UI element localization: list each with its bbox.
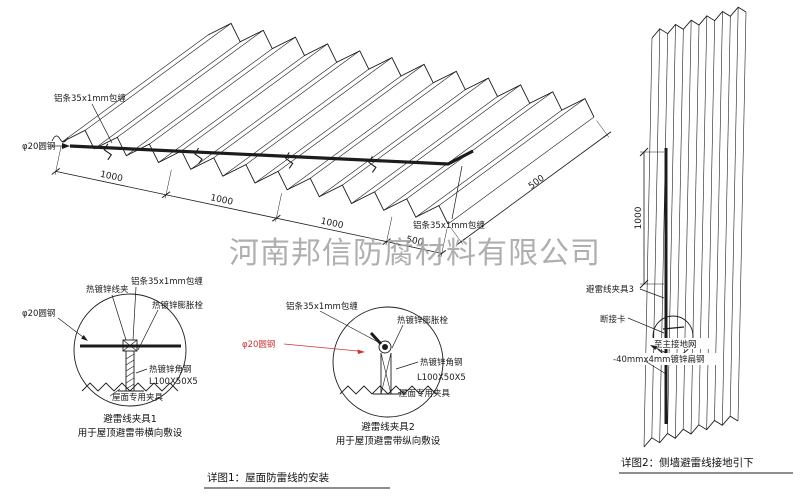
d2-angle-label: 热镀锌角钢 — [420, 357, 463, 368]
leader-line — [283, 343, 359, 352]
arrowhead-icon — [81, 335, 88, 341]
arrowhead-icon — [62, 143, 70, 149]
d2-round-steel-label: φ20圆钢 — [242, 339, 275, 350]
leader-line — [397, 389, 409, 394]
dimension-text: 1000 — [320, 217, 345, 232]
leader-line — [639, 288, 665, 299]
d1-clamp-label: 热镀锌线夹 — [86, 284, 129, 295]
company-watermark: 河南邦信防腐材料有限公司 — [229, 236, 601, 271]
wall-to-ground-label: 至主接地网 — [654, 339, 697, 350]
roof-strip-label-right: 铝条35x1mm包缠 — [413, 220, 485, 231]
label-backer — [651, 338, 713, 349]
leader-line — [57, 317, 84, 338]
caption-detail1: 详图1：屋面防雷线的安装 — [207, 471, 330, 484]
wall-disconnect-label: 断接卡 — [600, 314, 626, 325]
leader-line — [111, 294, 127, 341]
leader-line — [109, 388, 121, 397]
dimension-text: 1000 — [99, 170, 124, 185]
d1-title: 避雷线夹具1 — [103, 413, 157, 425]
d2-bolt-label: 热镀锌膨胀栓 — [397, 315, 449, 326]
leader-line — [132, 286, 137, 341]
arrowhead-icon — [357, 349, 365, 354]
d1-round-steel-label: φ20圆钢 — [22, 308, 55, 319]
dimension-text: 500 — [405, 235, 424, 248]
d1-angle-label: 热镀锌角钢 — [149, 364, 192, 375]
leader-line — [395, 361, 419, 370]
d2-angle-spec-label: L100X50X5 — [417, 373, 466, 383]
dimension-text: 1000 — [634, 206, 644, 229]
roof-strip-label-left: 铝条35x1mm包缠 — [54, 93, 126, 104]
d2-subtitle: 用于屋顶避雷带纵向敷设 — [336, 435, 441, 447]
arrowhead-icon — [650, 345, 658, 351]
leader-line — [391, 324, 404, 349]
d1-angle-spec-label: L100X50X5 — [149, 377, 198, 387]
wall-flat-steel-label: -40mmx4mm镀锌扁钢 — [613, 354, 704, 365]
dimension-text: 1000 — [209, 193, 234, 208]
dimension-text: 500 — [527, 173, 547, 191]
leader-line — [627, 317, 665, 334]
leader-line — [91, 103, 113, 144]
d2-roof-fixture-label: 屋面专用夹具 — [399, 388, 451, 399]
wall-clamp3-label: 避雷线夹具3 — [586, 284, 634, 295]
leader-line — [644, 360, 667, 375]
caption-detail2: 详图2：侧墙避雷线接地引下 — [621, 456, 754, 469]
d1-roof-fixture-label: 屋面专用夹具 — [112, 392, 164, 403]
roof-round-steel-label: φ20圆钢 — [22, 141, 55, 152]
d1-subtitle: 用于屋顶避雷带横向敷设 — [78, 427, 183, 439]
leader-line — [451, 165, 463, 220]
d1-bolt-label: 热镀锌膨胀栓 — [152, 300, 204, 311]
leader-line — [137, 309, 159, 351]
technical-linework: 1000 1000 1000 500 500 1000 — [51, 6, 747, 448]
leader-line — [135, 368, 148, 374]
d2-strip-label: 铝条35x1mm包缠 — [286, 301, 358, 312]
d2-title: 避雷线夹具2 — [361, 421, 415, 433]
d1-strip-label: 铝条35x1mm包缠 — [131, 276, 203, 287]
leader-line — [319, 310, 379, 343]
annotation-labels: 铝条35x1mm包缠 φ20圆钢 铝条35x1mm包缠 铝条35x1mm包缠 热… — [22, 93, 793, 489]
label-backer — [612, 353, 720, 365]
